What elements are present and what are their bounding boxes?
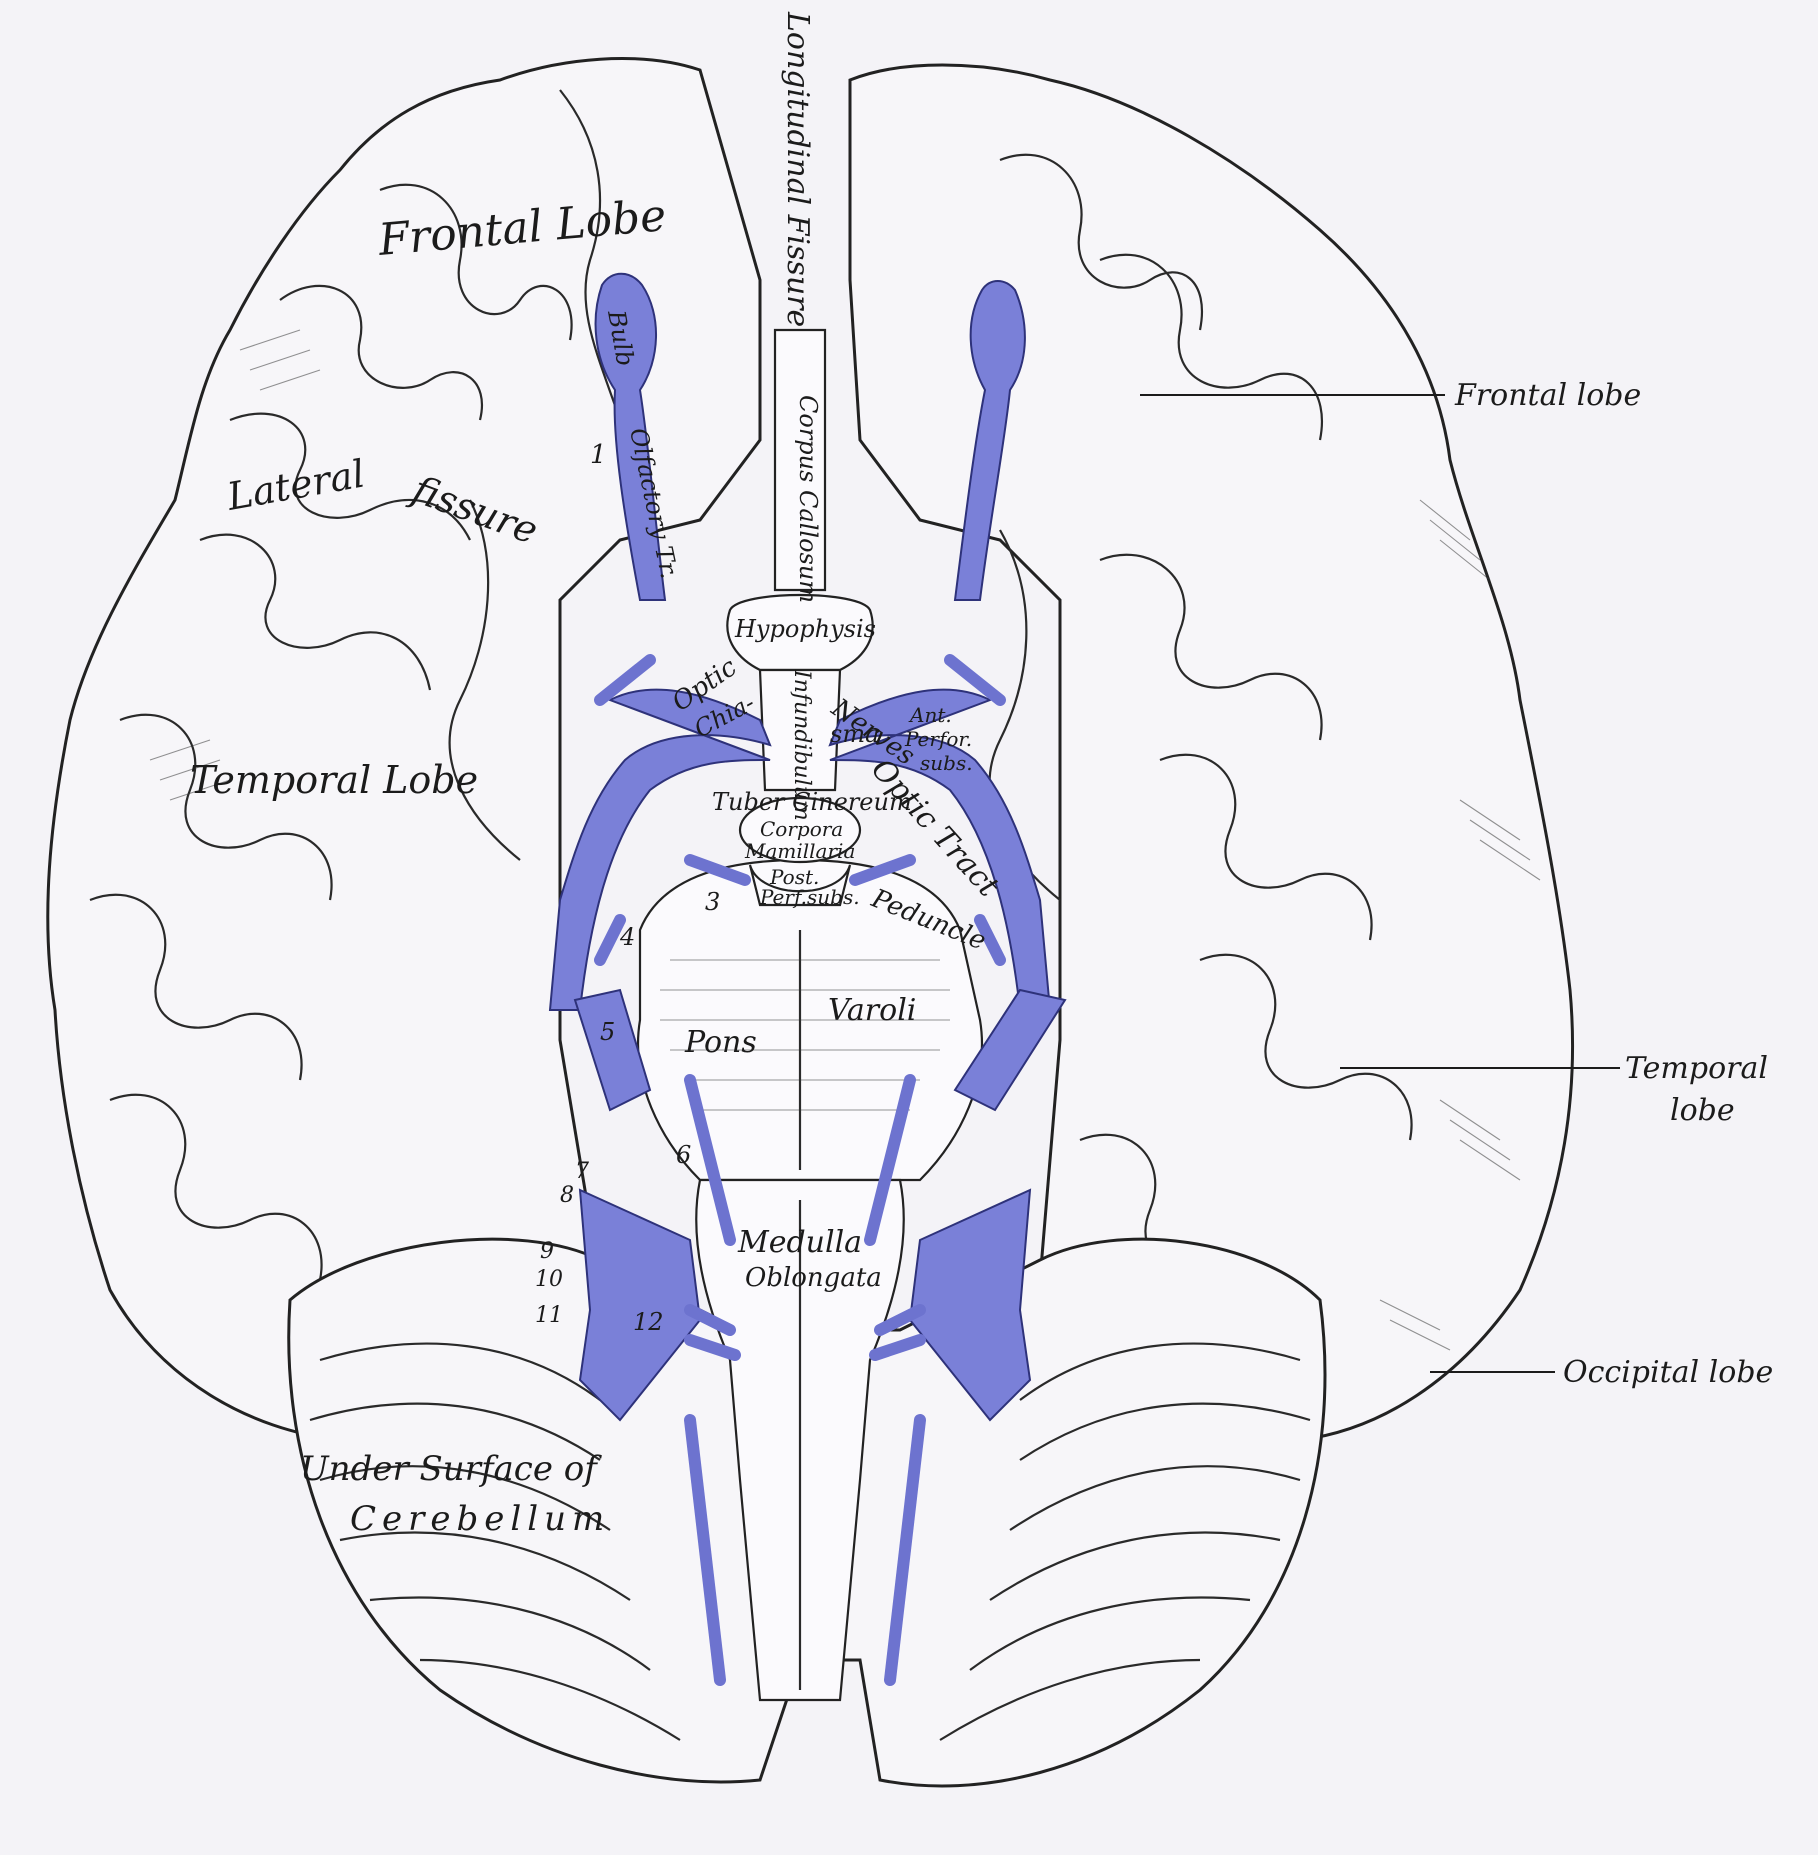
sma-label: sma	[830, 720, 879, 748]
nerve-5-right	[953, 988, 1067, 1112]
nerve-3-left	[684, 854, 751, 886]
nerve-number-4: 4	[619, 923, 635, 951]
temporal-lobe-label: Temporal Lobe	[190, 758, 478, 802]
nerve-number-12: 12	[633, 1308, 664, 1336]
subs-label: subs.	[920, 751, 973, 775]
nerve-number-11: 11	[535, 1303, 563, 1328]
corpus-callosum-label: Corpus Callosum	[794, 395, 822, 603]
under-surface-label: Under Surface of	[300, 1449, 602, 1489]
mamillaria-label: Mamillaria	[744, 839, 855, 863]
nerve-number-3: 3	[705, 888, 720, 916]
brainstem	[636, 858, 984, 1702]
cranial-nerves	[548, 272, 1067, 1686]
nerve-number-1: 1	[590, 440, 607, 470]
nerve-4-right	[974, 914, 1006, 966]
perfor-label: Perfor.	[904, 727, 972, 751]
lobe-right-label: lobe	[1670, 1093, 1735, 1128]
nerve-3-right	[849, 854, 916, 886]
corpora-mamillaria	[738, 796, 862, 864]
left-optic-tract	[548, 688, 772, 1011]
hypophysis	[726, 593, 874, 672]
nerve-5-left	[573, 988, 652, 1112]
nerve-6-right	[864, 1074, 916, 1246]
nerves-7-12-right	[908, 1188, 1032, 1422]
cerebellum-label: Cerebellum	[350, 1499, 610, 1539]
nerve-4-left	[594, 914, 626, 966]
posterior-perforated-substance	[748, 864, 852, 907]
post-label: Post.	[769, 865, 819, 889]
perf-subs-label: Perf.subs.	[759, 885, 860, 909]
frontal-lobe-right-label: Frontal lobe	[1454, 378, 1641, 413]
left-olfactory-bulb-tract	[594, 272, 667, 601]
temporal-right-label: Temporal	[1625, 1051, 1768, 1086]
oblongata-label: Oblongata	[745, 1263, 882, 1293]
nerve-number-6: 6	[676, 1141, 691, 1169]
nerve-number-9: 9	[540, 1239, 554, 1264]
tuber-cinereum-label: Tuber Cinereum	[712, 788, 912, 816]
corpora-label: Corpora	[760, 817, 843, 841]
nerve-11-right	[884, 1414, 926, 1686]
nerve-number-8: 8	[560, 1183, 574, 1208]
ant-label: Ant.	[908, 703, 952, 727]
nerves-7-12-left	[578, 1188, 702, 1422]
midline-structures	[726, 328, 874, 907]
nerve-12-right	[869, 1304, 926, 1361]
nerve-11-left	[684, 1414, 726, 1686]
infundibulum	[758, 668, 842, 792]
nerve-number-10: 10	[535, 1267, 563, 1292]
optic-nerves	[594, 654, 1006, 706]
nerve-6-left	[684, 1074, 736, 1246]
hypophysis-label: Hypophysis	[734, 615, 876, 643]
occipital-lobe-label: Occipital lobe	[1563, 1355, 1773, 1390]
nerve-number-5: 5	[600, 1018, 615, 1046]
infundibulum-label: Infundibulum	[789, 669, 814, 821]
varoli-label: Varoli	[828, 993, 916, 1028]
longitudinal-fissure-label: Longitudinal Fissure	[780, 11, 815, 327]
medulla-label: Medulla	[737, 1225, 862, 1260]
corpus-callosum-strip	[773, 328, 827, 592]
pons-label: Pons	[684, 1025, 757, 1060]
right-optic-tract	[828, 688, 1052, 1011]
right-hemisphere	[848, 63, 1575, 1443]
nerve-number-7: 7	[575, 1159, 589, 1184]
right-olfactory-bulb-tract	[953, 280, 1026, 601]
nerve-12-left	[684, 1304, 741, 1361]
